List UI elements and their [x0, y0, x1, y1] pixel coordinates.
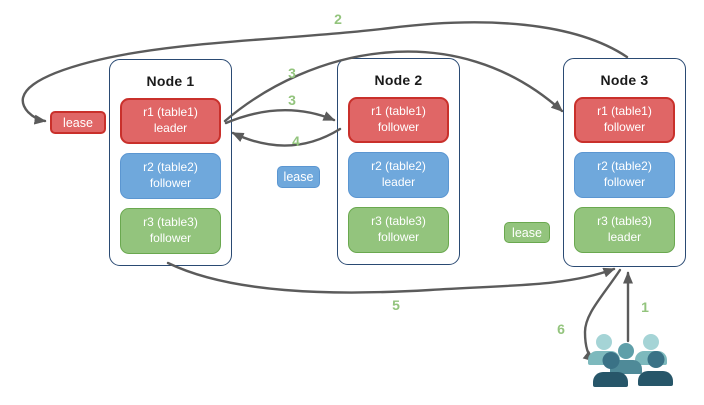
- node-1-title: Node 1: [146, 73, 195, 89]
- node2-replica-r1: r1 (table1) follower: [348, 97, 449, 143]
- node3-replica-r3: r3 (table3) leader: [574, 207, 675, 253]
- node3-replica-r2: r2 (table2) follower: [574, 152, 675, 198]
- replica-name: r3 (table3): [371, 214, 426, 229]
- arrow-step-5: [166, 261, 616, 294]
- replica-name: r1 (table1): [371, 104, 426, 119]
- step-label-5: 5: [392, 297, 400, 313]
- arrow-step-4: [231, 127, 342, 147]
- node3-replica-r1: r1 (table1) follower: [574, 97, 675, 143]
- step-label-4: 4: [292, 133, 300, 149]
- replica-role: follower: [603, 175, 646, 189]
- replica-name: r3 (table3): [143, 215, 198, 230]
- node-2-title: Node 2: [374, 72, 423, 88]
- lease-badge-table3: lease: [504, 222, 550, 243]
- lease-badge-table1: lease: [50, 111, 106, 134]
- step-label-3b: 3: [288, 92, 296, 108]
- node1-replica-r3: r3 (table3) follower: [120, 208, 221, 254]
- replica-role: follower: [377, 230, 420, 244]
- step-label-3a: 3: [288, 65, 296, 81]
- node-3: Node 3 r1 (table1) follower r2 (table2) …: [563, 58, 686, 267]
- replica-role: leader: [381, 175, 416, 189]
- replica-name: r1 (table1): [597, 104, 652, 119]
- node1-replica-r1: r1 (table1) leader: [120, 98, 221, 144]
- replica-role: follower: [603, 120, 646, 134]
- step-label-2: 2: [334, 11, 342, 27]
- node-1: Node 1 r1 (table1) leader r2 (table2) fo…: [109, 59, 232, 266]
- replica-role: follower: [149, 176, 192, 190]
- replica-role: follower: [377, 120, 420, 134]
- users-group-icon: [586, 331, 678, 393]
- replica-name: r2 (table2): [597, 159, 652, 174]
- lease-badge-table2: lease: [277, 166, 320, 188]
- replica-name: r1 (table1): [143, 105, 198, 120]
- arrow-step-3-to-node2: [224, 109, 336, 125]
- step-label-1: 1: [641, 299, 649, 315]
- replica-role: leader: [607, 230, 642, 244]
- replica-name: r2 (table2): [143, 160, 198, 175]
- step-label-6: 6: [557, 321, 565, 337]
- node2-replica-r3: r3 (table3) follower: [348, 207, 449, 253]
- arrow-step-2: [21, 21, 629, 125]
- replica-name: r3 (table3): [597, 214, 652, 229]
- node-2: Node 2 r1 (table1) follower r2 (table2) …: [337, 58, 460, 265]
- node1-replica-r2: r2 (table2) follower: [120, 153, 221, 199]
- replica-role: leader: [153, 121, 188, 135]
- person-icon: [593, 352, 628, 387]
- arrow-step-3-to-node3: [223, 50, 564, 123]
- node-3-title: Node 3: [600, 72, 649, 88]
- replica-name: r2 (table2): [371, 159, 426, 174]
- replica-role: follower: [149, 231, 192, 245]
- node2-replica-r2: r2 (table2) leader: [348, 152, 449, 198]
- person-icon: [638, 351, 673, 386]
